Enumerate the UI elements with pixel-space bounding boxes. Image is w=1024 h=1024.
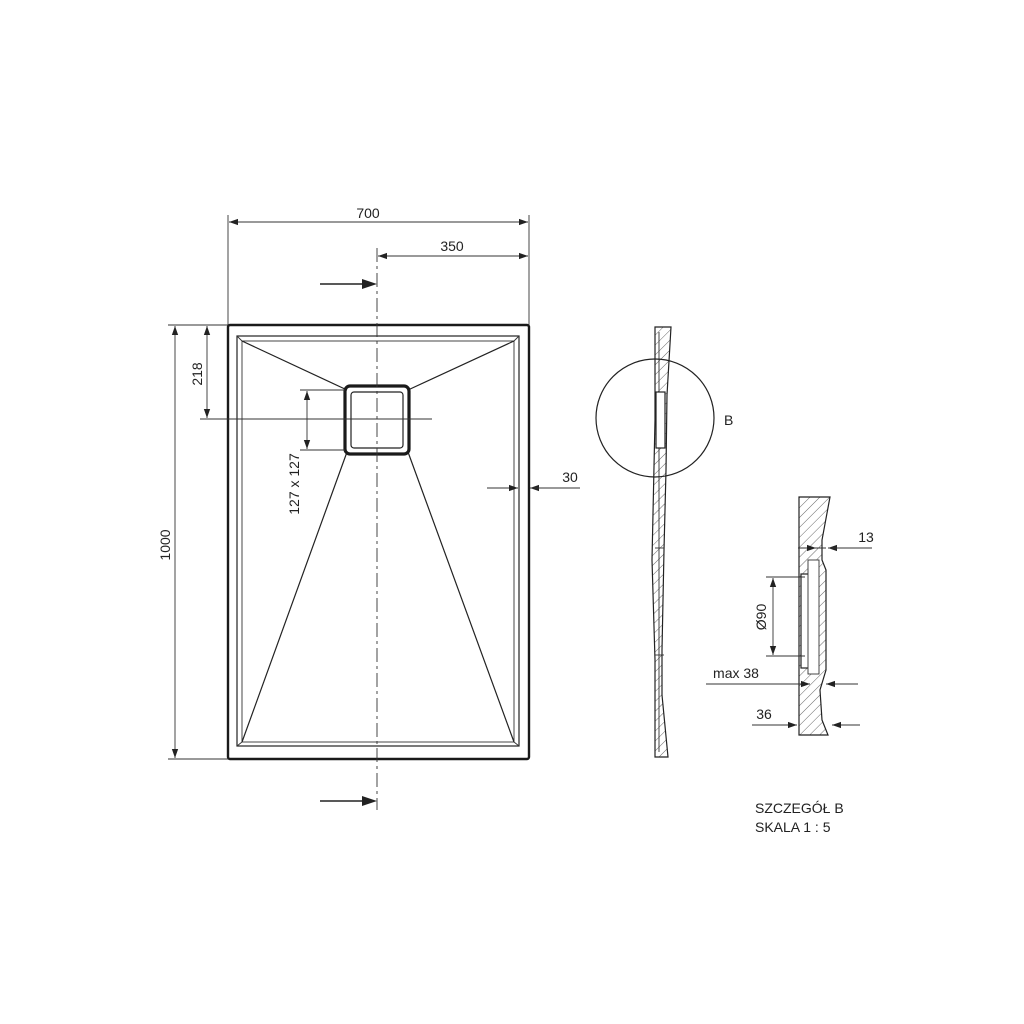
- dim-half-width-350: 350: [378, 238, 528, 260]
- dim-label-max38: max 38: [713, 665, 759, 681]
- section-arrow-bottom: [320, 796, 377, 806]
- dim-label-90: Ø90: [753, 604, 769, 631]
- detail-marker-b: B: [724, 412, 733, 428]
- dim-length-1000: 1000: [157, 324, 228, 760]
- detail-scale: SKALA 1 : 5: [755, 819, 831, 835]
- dim-detail-max38: max 38: [706, 665, 858, 688]
- dim-detail-90: Ø90: [753, 576, 805, 657]
- top-view: 700 350 1000 218 127 x 127: [157, 205, 580, 810]
- dim-detail-36: 36: [752, 706, 860, 729]
- dim-detail-13: 13: [798, 529, 874, 552]
- tray-outline: [226, 323, 531, 761]
- dim-drain-size: 127 x 127: [286, 389, 345, 515]
- tray-floor: [241, 340, 515, 743]
- dim-label-350: 350: [440, 238, 464, 254]
- tray-inner-rim: [236, 335, 520, 747]
- dim-label-13: 13: [858, 529, 874, 545]
- section-view: B: [595, 326, 733, 758]
- section-arrow-top: [320, 279, 377, 289]
- dim-rim-30: 30: [487, 469, 580, 492]
- dim-label-30: 30: [562, 469, 578, 485]
- detail-circle-b: [595, 358, 715, 478]
- dim-drain-offset-218: 218: [189, 326, 211, 418]
- dim-label-700: 700: [356, 205, 380, 221]
- dim-width-700: 700: [227, 205, 530, 325]
- dim-label-36: 36: [756, 706, 772, 722]
- detail-b-view: 13 Ø90 max 38 36 SZCZEGÓŁ B SKALA 1 : 5: [706, 496, 874, 835]
- dim-label-218: 218: [189, 362, 205, 386]
- dim-label-127: 127 x 127: [286, 453, 302, 515]
- dim-label-1000: 1000: [157, 529, 173, 560]
- detail-title: SZCZEGÓŁ B: [755, 800, 844, 816]
